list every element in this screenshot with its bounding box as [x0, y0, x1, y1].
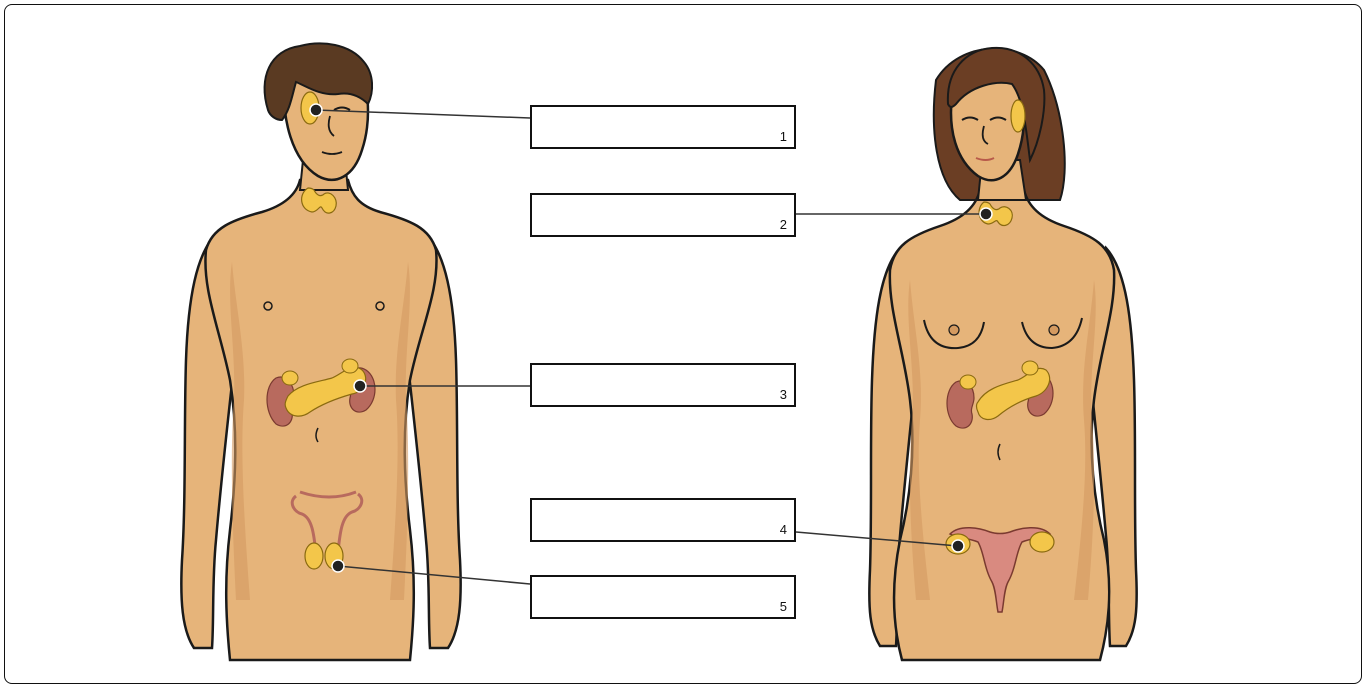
leader-dot-4	[952, 540, 964, 552]
female-ovary-right	[1030, 532, 1054, 552]
label-box-2[interactable]: 2	[530, 193, 796, 237]
male-figure	[181, 43, 460, 660]
leader-dot-5	[332, 560, 344, 572]
leader-dot-3	[354, 380, 366, 392]
label-box-3-number: 3	[780, 387, 787, 402]
label-box-1-number: 1	[780, 129, 787, 144]
label-box-3[interactable]: 3	[530, 363, 796, 407]
female-adrenal-right	[1022, 361, 1038, 375]
male-adrenal-left	[282, 371, 298, 385]
female-figure	[869, 48, 1136, 660]
label-box-2-number: 2	[780, 217, 787, 232]
female-nipple-right	[1049, 325, 1059, 335]
male-testis-left	[305, 543, 323, 569]
male-adrenal-right	[342, 359, 358, 373]
label-box-5[interactable]: 5	[530, 575, 796, 619]
label-box-1[interactable]: 1	[530, 105, 796, 149]
female-pituitary-gland	[1011, 100, 1025, 132]
label-box-5-number: 5	[780, 599, 787, 614]
female-adrenal-left	[960, 375, 976, 389]
female-nipple-left	[949, 325, 959, 335]
label-box-4[interactable]: 4	[530, 498, 796, 542]
label-box-4-number: 4	[780, 522, 787, 537]
leader-dot-2	[980, 208, 992, 220]
leader-dot-1	[310, 104, 322, 116]
